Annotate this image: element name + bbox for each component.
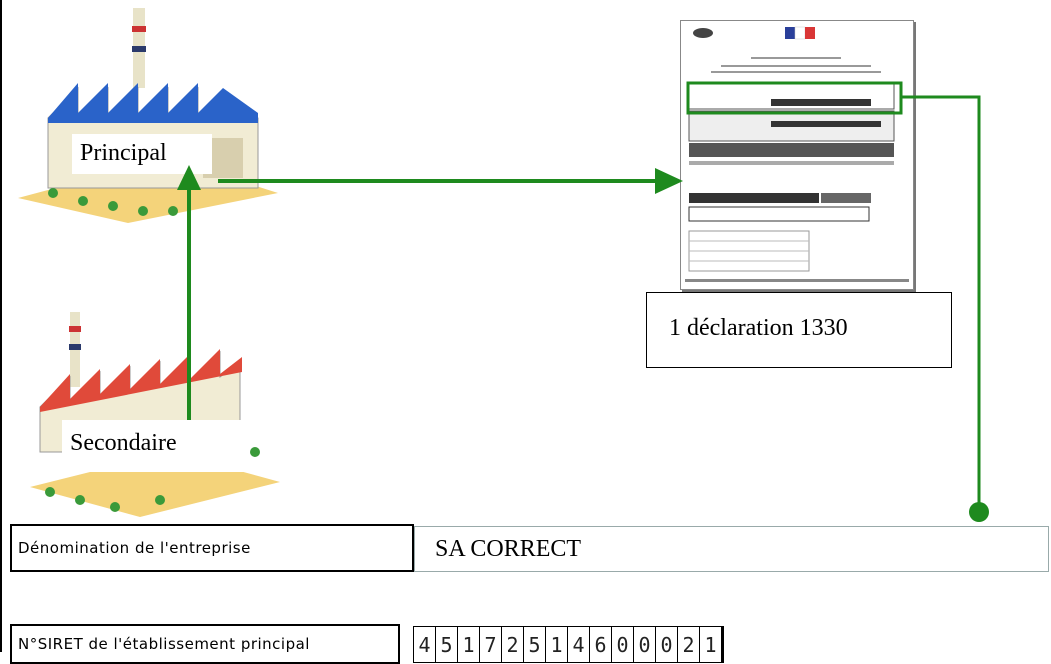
siret-label: N°SIRET de l'établissement principal (10, 624, 400, 664)
form-highlight-box (686, 81, 903, 115)
siret-digit: 1 (546, 627, 568, 662)
siret-digit: 0 (612, 627, 634, 662)
declaration-label: 1 déclaration 1330 (646, 292, 952, 368)
siret-digit: 2 (502, 627, 524, 662)
siret-digit: 1 (458, 627, 480, 662)
declaration-form-thumbnail (680, 20, 914, 290)
siret-digit: 0 (634, 627, 656, 662)
form-table: Dénomination de l'entreprise SA CORRECT … (10, 522, 1051, 664)
siret-digit: 6 (590, 627, 612, 662)
siret-digit: 4 (414, 627, 436, 662)
siret-digit: 2 (678, 627, 700, 662)
siret-digit: 4 (568, 627, 590, 662)
secondaire-label: Secondaire (62, 420, 246, 472)
connector-dot (969, 502, 989, 522)
siret-digit: 5 (436, 627, 458, 662)
company-name-label: Dénomination de l'entreprise (10, 524, 414, 572)
siret-digit: 7 (480, 627, 502, 662)
siret-digit: 0 (656, 627, 678, 662)
connector-line (901, 95, 981, 512)
company-name-field[interactable]: SA CORRECT (414, 526, 1049, 572)
siret-digit: 5 (524, 627, 546, 662)
siret-digit: 1 (704, 632, 717, 657)
